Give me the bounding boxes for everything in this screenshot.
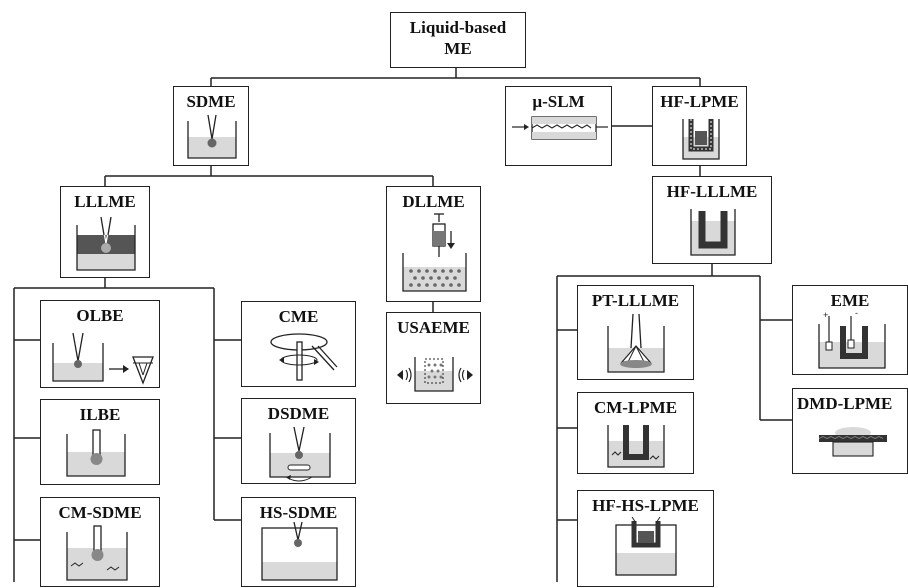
node-hs-sdme-label: HS-SDME bbox=[259, 503, 338, 522]
node-cm-lpme-label: CM-LPME bbox=[593, 398, 678, 417]
svg-text:-: - bbox=[855, 308, 858, 318]
node-eme: EME + - bbox=[792, 285, 908, 375]
ilbe-probe-icon bbox=[66, 429, 126, 477]
node-ilbe: ILBE bbox=[40, 399, 160, 485]
node-cme-label: CME bbox=[278, 307, 319, 326]
node-eme-label: EME bbox=[830, 291, 870, 310]
node-dsdme-label: DSDME bbox=[267, 404, 330, 423]
cm-sdme-flow-icon bbox=[66, 525, 128, 581]
node-dllme-label: DLLME bbox=[402, 192, 465, 211]
node-dmd-lpme-label: DMD-LPME bbox=[797, 394, 893, 413]
node-hs-sdme: HS-SDME bbox=[241, 497, 356, 587]
hs-sdme-headspace-icon bbox=[261, 521, 338, 581]
dllme-syringe-icon bbox=[402, 213, 467, 292]
node-pt-lllme: PT-LLLME bbox=[577, 285, 694, 380]
node-lllme: LLLME bbox=[60, 186, 150, 278]
svg-text:+: + bbox=[823, 310, 828, 320]
sdme-drop-icon bbox=[187, 114, 237, 159]
dsdme-stirring-icon bbox=[269, 426, 331, 482]
hf-hs-lpme-headspace-icon bbox=[615, 516, 677, 576]
node-mu-slm: µ-SLM bbox=[505, 86, 612, 166]
dmd-lpme-membrane-icon bbox=[818, 427, 887, 457]
pt-lllme-tip-icon bbox=[607, 313, 665, 373]
node-hf-hs-lpme-label: HF-HS-LPME bbox=[592, 496, 699, 515]
cm-lpme-flow-icon bbox=[607, 425, 665, 468]
node-dllme: DLLME bbox=[386, 186, 481, 302]
node-sdme: SDME bbox=[173, 86, 249, 166]
node-usaeme: USAEME bbox=[386, 312, 481, 404]
cme-rotating-icon bbox=[270, 333, 338, 381]
usaeme-ultrasound-icon bbox=[397, 357, 473, 392]
node-usaeme-label: USAEME bbox=[397, 318, 470, 337]
node-liquid-based-me: Liquid-based ME bbox=[390, 12, 526, 68]
node-sdme-label: SDME bbox=[186, 92, 236, 111]
node-pt-lllme-label: PT-LLLME bbox=[591, 291, 680, 310]
node-hf-lpme: HF-LPME bbox=[652, 86, 747, 166]
node-hf-hs-lpme: HF-HS-LPME bbox=[577, 490, 714, 587]
hf-lllme-fiber-icon bbox=[690, 209, 736, 256]
node-dsdme: DSDME bbox=[241, 398, 356, 484]
node-hf-lpme-label: HF-LPME bbox=[660, 92, 739, 111]
node-cm-sdme: CM-SDME bbox=[40, 497, 160, 587]
node-cm-lpme: CM-LPME bbox=[577, 392, 694, 474]
lllme-biphasic-icon bbox=[76, 216, 136, 271]
node-cme: CME bbox=[241, 301, 356, 387]
node-olbe: OLBE bbox=[40, 300, 160, 388]
node-ilbe-label: ILBE bbox=[79, 405, 121, 424]
root-label-line1: Liquid-based bbox=[409, 18, 507, 37]
node-cm-sdme-label: CM-SDME bbox=[58, 503, 142, 522]
node-dmd-lpme: DMD-LPME bbox=[792, 388, 908, 474]
eme-electrode-icon: + - bbox=[818, 308, 886, 369]
mu-slm-membrane-icon bbox=[512, 116, 608, 140]
olbe-transfer-icon bbox=[52, 332, 154, 385]
node-hf-lllme-label: HF-LLLME bbox=[666, 182, 758, 201]
node-lllme-label: LLLME bbox=[74, 192, 136, 211]
node-hf-lllme: HF-LLLME bbox=[652, 176, 772, 264]
hf-lpme-fiber-icon bbox=[682, 119, 720, 160]
node-mu-slm-label: µ-SLM bbox=[532, 92, 585, 111]
node-olbe-label: OLBE bbox=[76, 306, 124, 325]
root-label-line2: ME bbox=[444, 39, 472, 58]
